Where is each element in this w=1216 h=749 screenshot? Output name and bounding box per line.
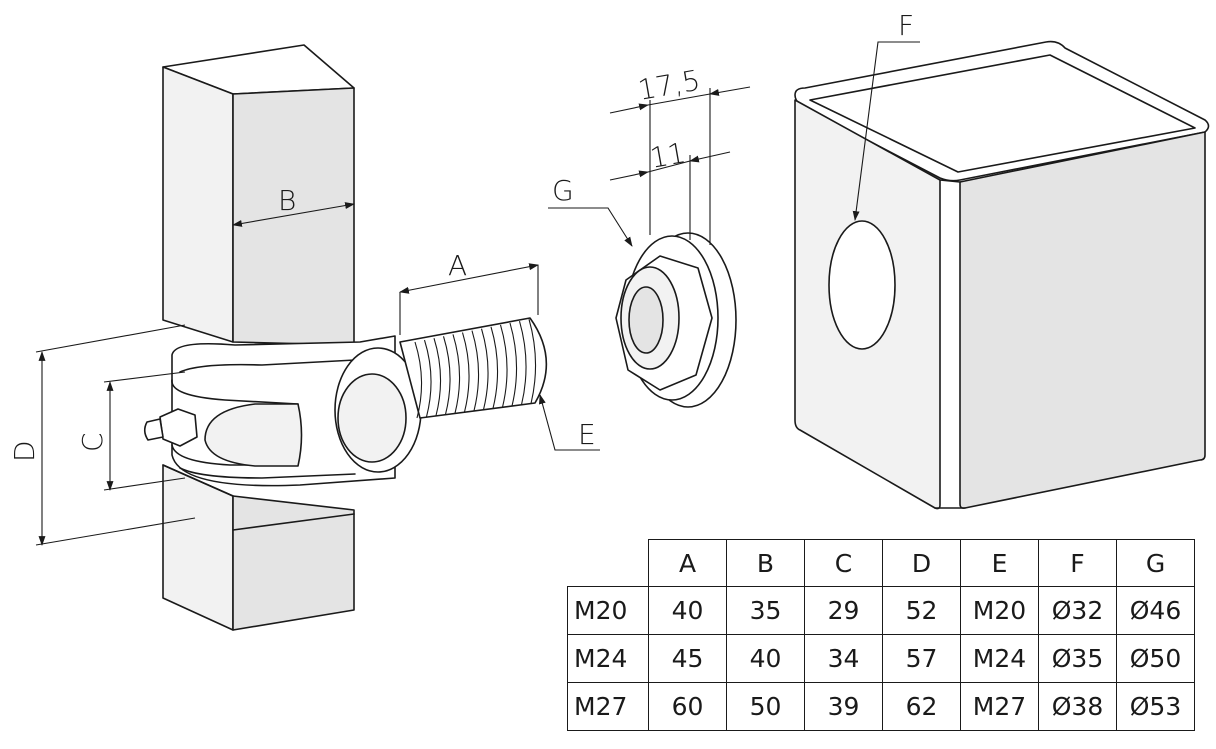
column-header: D [882, 539, 961, 587]
thread-ridge [433, 338, 442, 416]
table-cell: 40 [648, 586, 727, 635]
thread-ridge [423, 339, 432, 417]
upper-post [162, 44, 355, 346]
table-cell: 45 [648, 634, 727, 683]
nut-and-washer [615, 232, 737, 408]
column-header: E [960, 539, 1039, 587]
row-size-cell: M27 [567, 682, 649, 731]
column-header: C [804, 539, 883, 587]
table-cell: Ø50 [1116, 634, 1195, 683]
thread-ridge [509, 322, 518, 407]
label-f: F [898, 9, 914, 42]
table-row: M20 40 35 29 52 M20 Ø32 Ø46 [567, 586, 1195, 635]
table-cell: Ø53 [1116, 682, 1195, 731]
dimension-labels: B A E F G D C 17,5 11 [8, 9, 914, 462]
table-cell: Ø38 [1038, 682, 1117, 731]
table-cell: 60 [648, 682, 727, 731]
dimension-lines [35, 41, 920, 546]
row-size-cell: M24 [567, 634, 649, 683]
table-cell: Ø35 [1038, 634, 1117, 683]
label-g: G [552, 174, 574, 207]
label-17-5: 17,5 [635, 64, 702, 107]
label-e: E [578, 418, 596, 451]
table-cell: 34 [804, 634, 883, 683]
thread-ridge [471, 330, 480, 411]
grease-nipple [143, 408, 198, 447]
table-cell: M27 [960, 682, 1039, 731]
label-a: A [448, 249, 467, 282]
table-cell: 52 [882, 586, 961, 635]
table-cell: 50 [726, 682, 805, 731]
square-tube [794, 40, 1210, 510]
dimensions-table: A B C D E F G M20 40 35 29 52 M20 Ø32 Ø4… [567, 539, 1195, 731]
row-size-cell: M20 [567, 586, 649, 635]
column-header: G [1116, 539, 1195, 587]
thread-ridge [414, 341, 423, 419]
table-cell: M24 [960, 634, 1039, 683]
column-header: A [648, 539, 727, 587]
table-cell: 62 [882, 682, 961, 731]
label-b: B [278, 184, 296, 217]
label-c: C [76, 432, 109, 452]
table-cell: Ø32 [1038, 586, 1117, 635]
column-header: F [1038, 539, 1117, 587]
label-11: 11 [647, 136, 688, 175]
table-cell: 29 [804, 586, 883, 635]
thread-ridge [442, 336, 451, 415]
hinge-ring [171, 335, 422, 487]
lower-post [162, 464, 355, 631]
thread-ridge [452, 334, 461, 414]
thread-ridge [461, 332, 470, 413]
thread-ridge [518, 320, 527, 405]
table-header-row: A B C D E F G [567, 539, 1195, 587]
threaded-bolt [399, 317, 548, 419]
column-header: B [726, 539, 805, 587]
thread-ridge [499, 324, 508, 408]
table-cell: Ø46 [1116, 586, 1195, 635]
table-cell: M20 [960, 586, 1039, 635]
thread-ridge [490, 326, 499, 409]
table-corner-cell [567, 539, 649, 587]
table-row: M27 60 50 39 62 M27 Ø38 Ø53 [567, 682, 1195, 731]
table-row: M24 45 40 34 57 M24 Ø35 Ø50 [567, 634, 1195, 683]
label-d: D [8, 440, 41, 462]
thread-ridge [528, 319, 537, 404]
table-cell: 39 [804, 682, 883, 731]
table-cell: 57 [882, 634, 961, 683]
table-cell: 40 [726, 634, 805, 683]
table-cell: 35 [726, 586, 805, 635]
thread-ridge [480, 328, 489, 410]
